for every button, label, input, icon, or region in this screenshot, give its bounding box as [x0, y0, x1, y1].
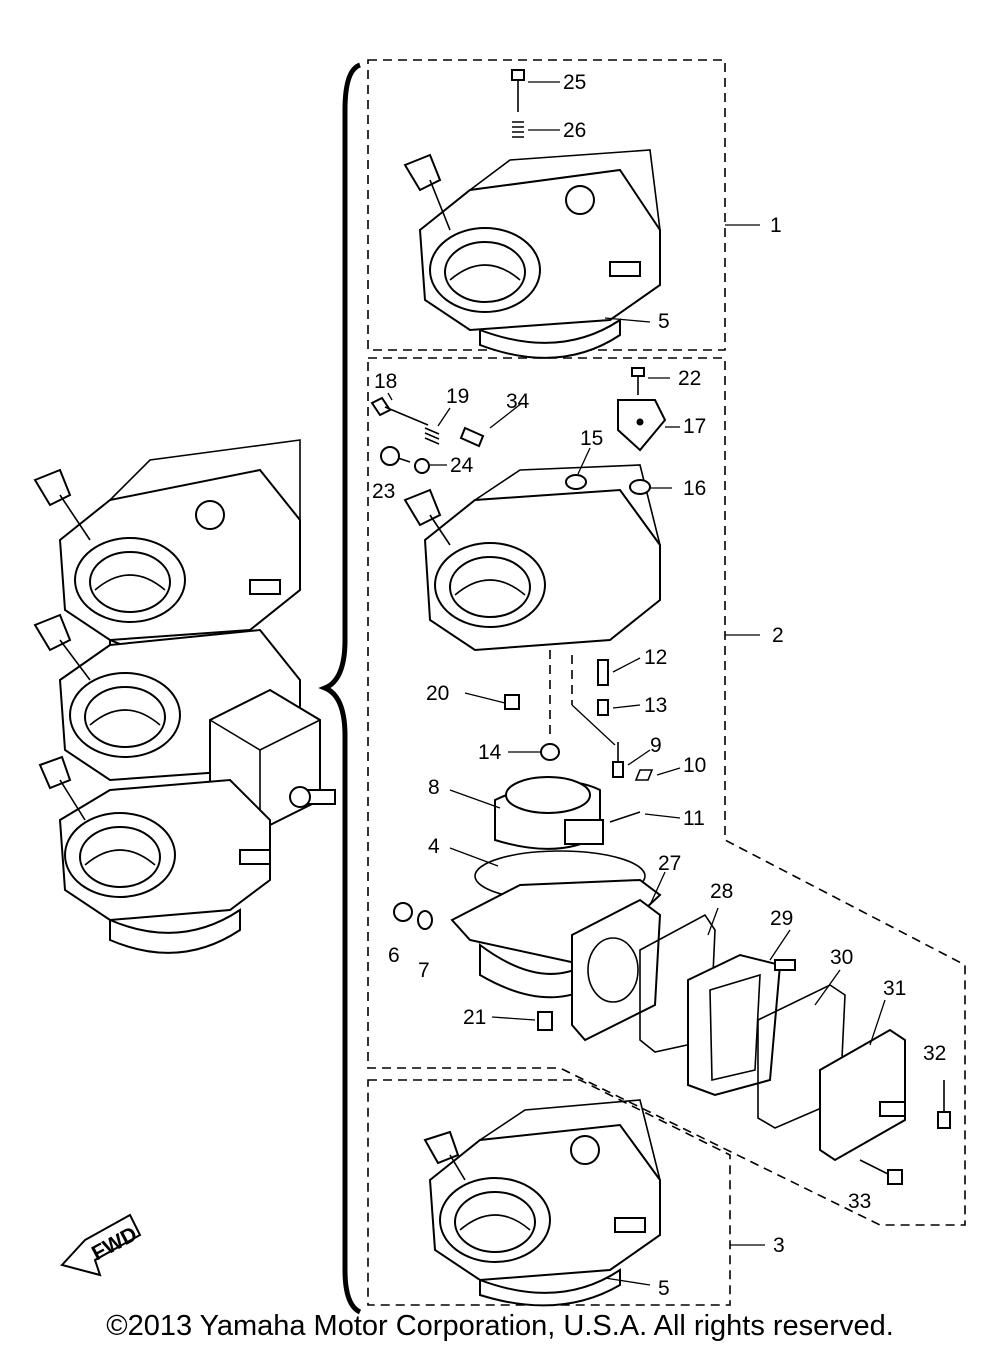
part-label-27: 27 — [658, 852, 681, 875]
part-label-8: 8 — [428, 776, 440, 799]
part-label-26: 26 — [563, 119, 586, 142]
part-label-32: 32 — [923, 1042, 946, 1065]
part-label-24: 24 — [450, 454, 474, 477]
part-label-3: 3 — [773, 1234, 785, 1257]
part-label-20: 20 — [426, 682, 449, 705]
group-box-3 — [367, 1079, 731, 1306]
copyright-notice: ©2013 Yamaha Motor Corporation, U.S.A. A… — [106, 1310, 894, 1342]
part-label-10: 10 — [683, 754, 706, 777]
part-label-5: 5 — [658, 310, 670, 333]
part-label-17: 17 — [683, 415, 706, 438]
part-label-12: 12 — [644, 646, 667, 669]
part-label-6: 6 — [388, 944, 400, 967]
assembled-carburetor-stack — [33, 439, 336, 954]
part-label-28: 28 — [710, 880, 733, 903]
part-label-1: 1 — [770, 214, 782, 237]
carb-assembly-1 — [403, 69, 760, 359]
part-labels: 1 2 3 4 5 5 6 7 8 9 10 11 12 13 14 15 16… — [372, 71, 946, 1300]
part-label-31: 31 — [883, 977, 906, 1000]
part-label-11: 11 — [683, 807, 705, 830]
group-box-1 — [367, 59, 726, 351]
part-label-33: 33 — [848, 1190, 871, 1213]
part-label-13: 13 — [644, 694, 667, 717]
part-label-16: 16 — [683, 477, 706, 500]
carb-assembly-2-exploded — [370, 367, 951, 1185]
part-label-18: 18 — [374, 370, 397, 393]
part-label-2: 2 — [772, 624, 784, 647]
part-label-22: 22 — [678, 367, 701, 390]
part-label-15: 15 — [580, 427, 603, 450]
part-label-30: 30 — [830, 946, 853, 969]
part-label-29: 29 — [770, 907, 793, 930]
part-label-5-bottom: 5 — [658, 1277, 670, 1300]
part-label-9: 9 — [650, 734, 662, 757]
part-label-4: 4 — [428, 835, 440, 858]
part-label-14: 14 — [478, 741, 502, 764]
part-label-25: 25 — [563, 71, 586, 94]
part-label-7: 7 — [418, 959, 430, 982]
carb-bottom — [38, 755, 271, 954]
fwd-direction-badge: FWD — [60, 1213, 142, 1277]
part-label-34: 34 — [506, 390, 530, 413]
grouping-brace — [318, 62, 362, 1315]
part-label-23: 23 — [372, 480, 395, 503]
part-label-21: 21 — [463, 1006, 486, 1029]
carb-middle — [33, 613, 336, 832]
group-box-2 — [367, 357, 966, 1226]
carb-assembly-3 — [423, 1099, 765, 1307]
part-label-19: 19 — [446, 385, 469, 408]
